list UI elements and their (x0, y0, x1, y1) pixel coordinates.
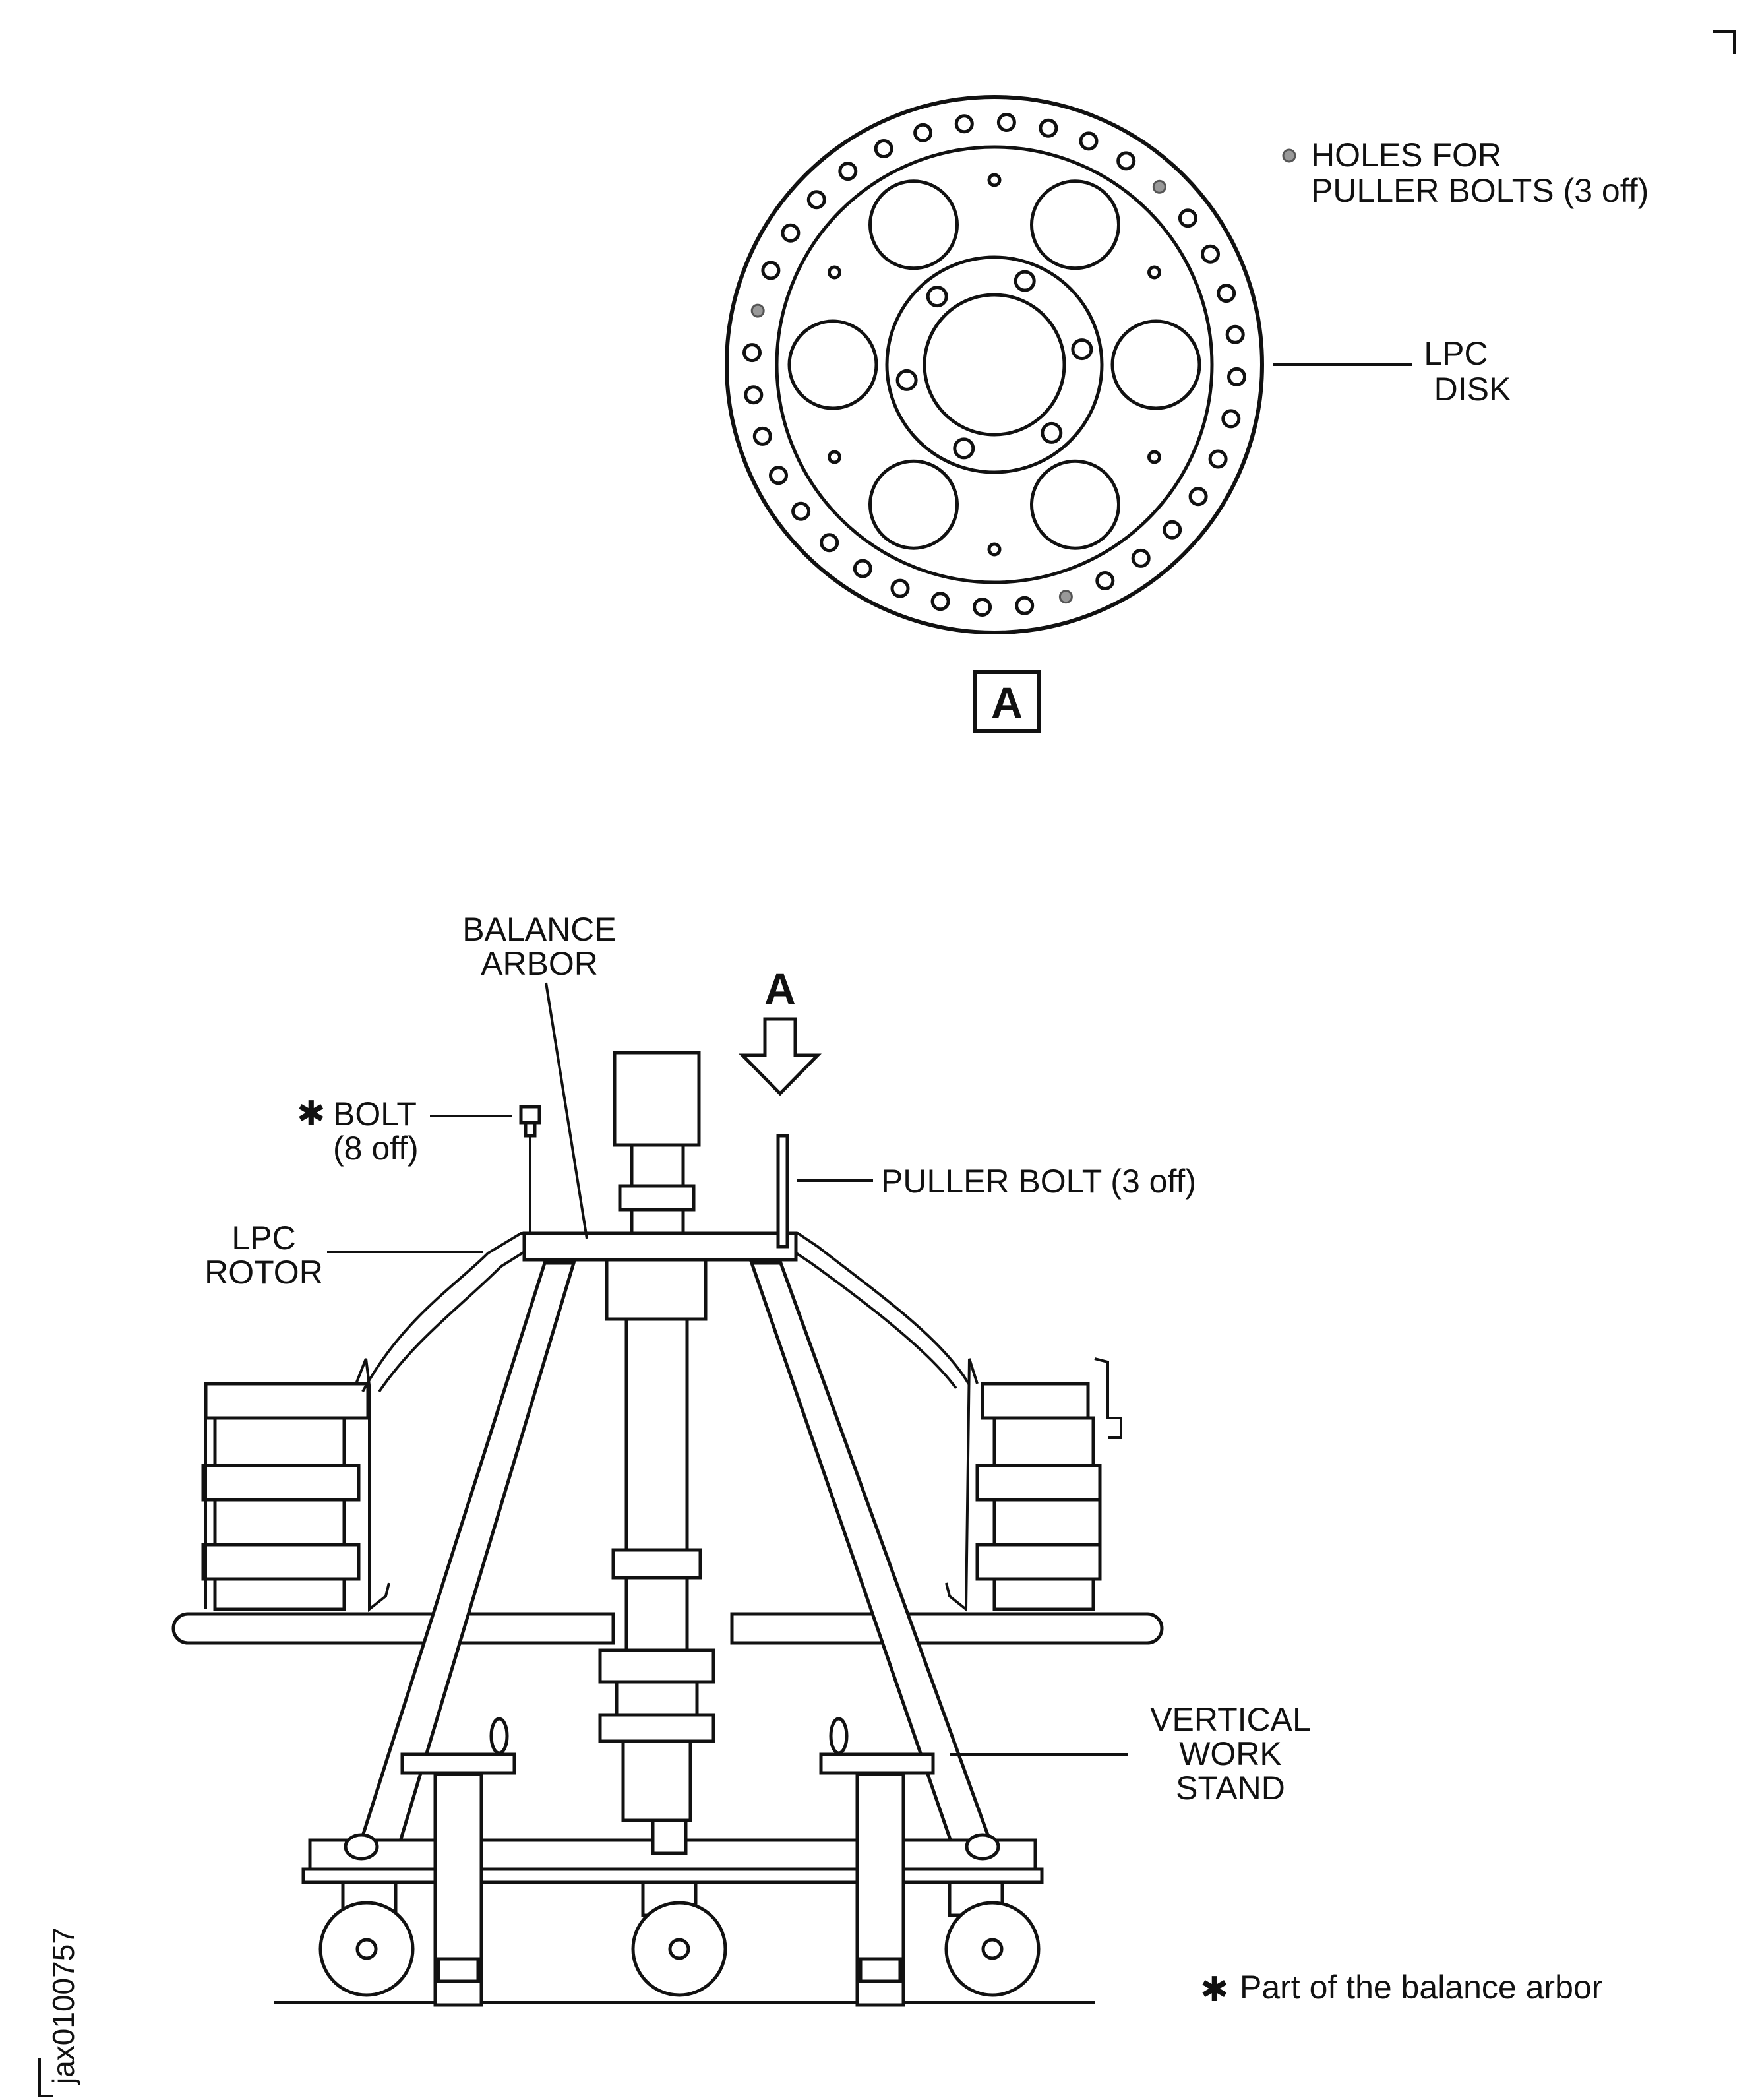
lpc-rotor-label-line1: LPC (231, 1220, 295, 1256)
disk-outer-rim (725, 95, 1264, 634)
rim-bolt-hole (1039, 118, 1058, 138)
rim-bolt-hole (874, 139, 893, 158)
rim-bolt-hole (806, 190, 826, 210)
lightening-hole (868, 459, 959, 550)
work-stand-label-line1: VERTICAL (1150, 1701, 1311, 1738)
lightening-hole (1110, 319, 1201, 410)
corner-mark-top-right (1713, 30, 1736, 54)
stand-cross-rail (171, 1612, 1164, 1645)
rim-bolt-hole (744, 385, 764, 405)
disk-bore (923, 293, 1066, 437)
rim-bolt-hole (781, 223, 801, 243)
rim-bolt-hole (1227, 367, 1246, 386)
balance-arbor-label-line2: ARBOR (481, 945, 598, 982)
rim-bolt-hole (1079, 131, 1099, 151)
puller-hole-legend-icon (1282, 148, 1296, 163)
disk-inner-ring (775, 145, 1214, 584)
bolt-asterisk: ✱ (297, 1095, 326, 1133)
rim-bolt-hole (1178, 208, 1197, 228)
work-stand-label-line3: STAND (1176, 1770, 1285, 1807)
rim-bolt-hole (1095, 571, 1115, 590)
rim-bolt-hole (930, 592, 950, 611)
lpc-rotor-label-line2: ROTOR (204, 1254, 323, 1291)
lightening-holes (787, 179, 1201, 550)
small-holes (828, 173, 1161, 557)
rim-bolt-hole (838, 162, 858, 181)
rim-bolt-hole (1201, 244, 1220, 264)
puller-bolt-hole (750, 303, 765, 318)
rim-bolt-hole (752, 426, 772, 446)
disk-label-line2: DISK (1434, 371, 1511, 408)
footnote-text: Part of the balance arbor (1240, 1969, 1602, 2006)
rim-bolt-hole (973, 598, 992, 617)
rim-bolt-hole (853, 559, 872, 578)
disk-hub-ring (885, 255, 1104, 474)
rim-bolt-hole (791, 501, 811, 521)
stand-casters (318, 1833, 1041, 1997)
work-stand-label-line2: WORK (1179, 1735, 1282, 1772)
footnote-asterisk: ✱ (1200, 1971, 1229, 2009)
rim-bolt-hole (1116, 151, 1136, 171)
lpc-rotor-stages-left (201, 1358, 390, 1613)
puller-bolt (776, 1134, 789, 1249)
balance-arbor-column (522, 1051, 798, 1822)
vertical-work-stand (301, 1261, 1044, 2007)
rim-bolt-hole (954, 114, 974, 134)
rim-bolt-hole (996, 113, 1016, 132)
small-hole (987, 542, 1002, 557)
rim-bolt-hole (890, 578, 910, 598)
balance-arbor-leader (545, 982, 588, 1239)
rim-bolt-hole (1015, 596, 1035, 615)
view-tag-letter: A (991, 678, 1023, 727)
rim-bolt-hole (913, 123, 933, 142)
hub-bolt-hole (1071, 338, 1093, 361)
rim-bolt-hole (1217, 284, 1236, 303)
rim-bolt-hole (1221, 409, 1241, 429)
small-hole (1147, 450, 1161, 464)
rim-bolt-hole (820, 533, 839, 553)
rim-bolt-hole (1131, 548, 1151, 568)
view-arrow-label: A (764, 964, 796, 1013)
hub-bolt-hole (926, 286, 948, 308)
puller-bolt-hole (1152, 179, 1166, 194)
bolt-label-line2: (8 off) (333, 1130, 419, 1167)
rim-bolt-holes (742, 113, 1246, 617)
rim-bolt-hole (1208, 449, 1228, 469)
balance-arbor-label-line1: BALANCE (462, 911, 616, 948)
small-hole (828, 265, 841, 280)
holes-legend-line1: HOLES FOR (1311, 137, 1501, 173)
rim-bolt-hole (761, 261, 781, 280)
view-a-arrow (739, 1017, 822, 1096)
hub-bolt-hole (1041, 421, 1063, 444)
small-hole (1147, 265, 1161, 280)
rim-bolt-hole (1225, 324, 1245, 344)
arbor-bolt (519, 1105, 541, 1233)
view-tag-box (973, 670, 1041, 733)
rim-bolt-hole (1188, 487, 1208, 507)
rim-bolt-hole (1163, 520, 1182, 540)
hub-bolt-hole (895, 369, 918, 391)
hub-bolt-holes (895, 270, 1093, 460)
bolt-label-line1: BOLT (333, 1096, 417, 1132)
lightening-hole (868, 179, 959, 270)
rim-bolt-hole (742, 343, 762, 363)
lpc-rotor-stages-right (945, 1357, 1122, 1613)
puller-bolt-hole (1058, 590, 1073, 604)
disk-label-line1: LPC (1424, 335, 1488, 372)
holes-legend-line2: PULLER BOLTS (3 off) (1311, 172, 1649, 209)
hub-bolt-hole (1014, 270, 1036, 292)
small-hole (828, 450, 841, 464)
lightening-hole (1030, 459, 1120, 550)
small-hole (987, 173, 1002, 187)
puller-bolt-label: PULLER BOLT (3 off) (881, 1163, 1196, 1200)
lightening-hole (1030, 179, 1120, 270)
rim-bolt-hole (769, 466, 788, 485)
lightening-hole (787, 319, 878, 410)
corner-mark-bottom-left (38, 2058, 53, 2097)
figure-id: jax0100757 (46, 1927, 80, 2085)
lpc-disk-view (725, 95, 1264, 634)
hub-bolt-hole (953, 437, 975, 460)
